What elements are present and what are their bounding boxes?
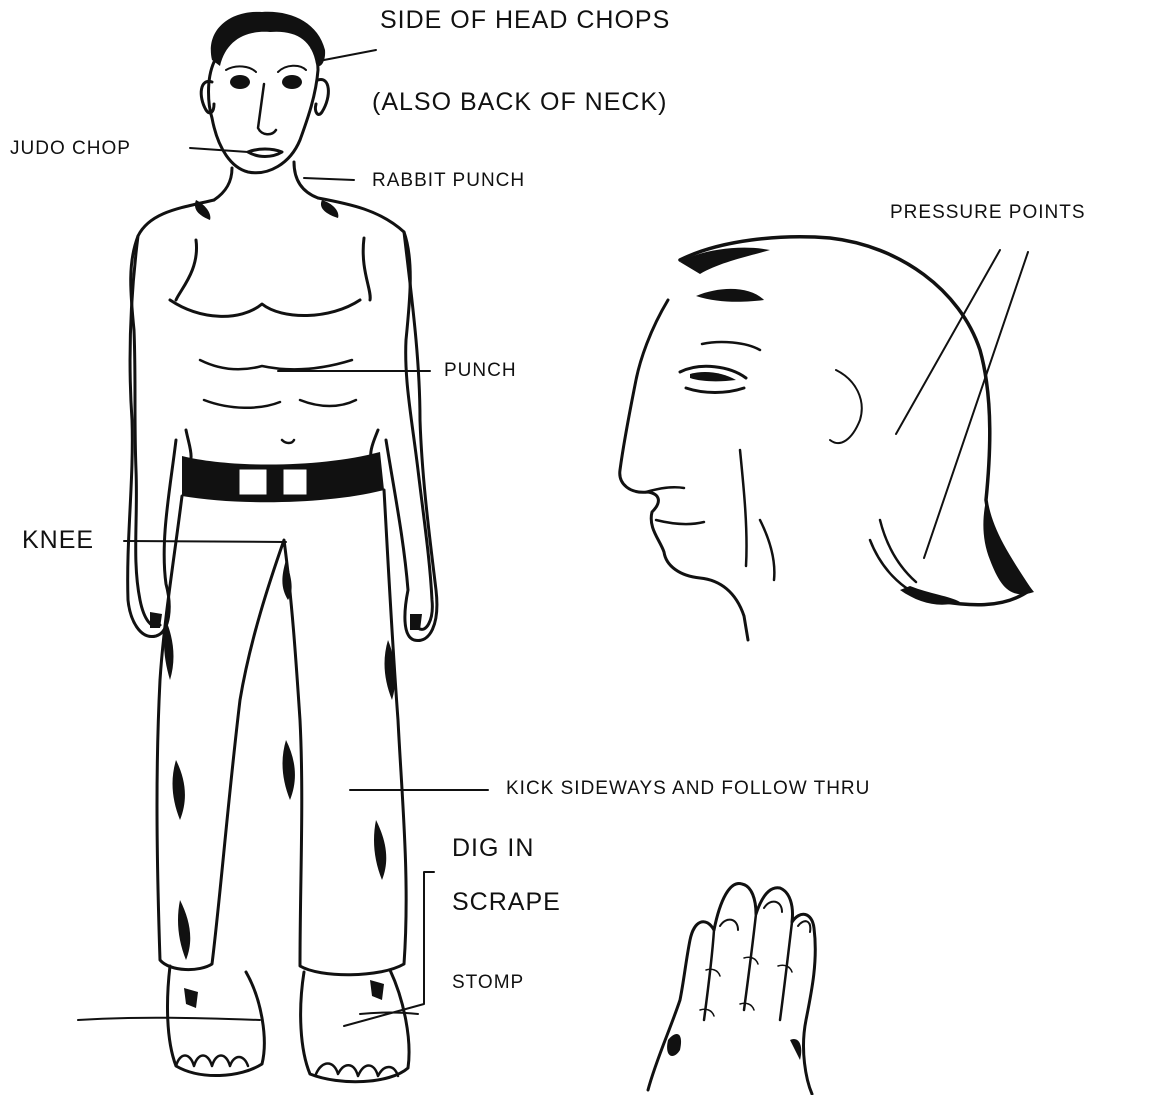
- man-feet-shadow: [184, 980, 384, 1008]
- profile-neck: [870, 520, 930, 600]
- hand-outline: [648, 883, 815, 1094]
- profile-cheek: [740, 450, 774, 580]
- profile-brow: [702, 342, 760, 350]
- man-right-eye: [282, 75, 302, 89]
- man-chest: [170, 238, 370, 316]
- man-pants-shadows: [164, 560, 396, 960]
- label-knee: KNEE: [22, 526, 94, 555]
- man-abdomen: [200, 360, 356, 443]
- man-collarbone-shadow: [195, 200, 338, 220]
- man-hair: [211, 12, 325, 66]
- profile-eyelid: [690, 372, 736, 381]
- label-scrape: SCRAPE: [452, 888, 561, 917]
- leader-judo-chop: [190, 148, 248, 152]
- leader-knee: [124, 541, 286, 542]
- man-brows: [226, 66, 306, 72]
- leader-lines: [124, 50, 1028, 1026]
- man-belt-buckle: [238, 468, 268, 496]
- leader-pressure-points: [896, 250, 1028, 558]
- man-belt-loop: [282, 468, 308, 496]
- head-profile-illustration: [620, 237, 1034, 640]
- leader-rabbit-punch: [304, 178, 354, 180]
- profile-face: [620, 300, 748, 640]
- label-side-of-head-chops: SIDE OF HEAD CHOPS: [380, 6, 670, 35]
- man-neck: [214, 162, 318, 200]
- label-kick-sideways: KICK SIDEWAYS AND FOLLOW THRU: [506, 778, 870, 800]
- profile-ear: [830, 370, 862, 443]
- man-left-eye: [230, 75, 250, 89]
- hand-illustration: [648, 883, 815, 1094]
- man-mouth: [248, 149, 282, 157]
- label-stomp: STOMP: [452, 972, 524, 994]
- man-hands-shadow: [150, 612, 422, 630]
- label-judo-chop: JUDO CHOP: [10, 138, 131, 160]
- label-punch: PUNCH: [444, 360, 517, 382]
- man-right-foot: [301, 970, 409, 1082]
- label-dig-in: DIG IN: [452, 834, 534, 863]
- hand-shadow: [667, 1034, 801, 1060]
- leader-foot-bracket: [344, 872, 434, 1026]
- leader-side-of-head: [324, 50, 376, 60]
- label-pressure-points: PRESSURE POINTS: [890, 202, 1086, 224]
- man-toes: [176, 1056, 398, 1077]
- man-pants: [157, 490, 406, 975]
- label-also-back-of-neck: (ALSO BACK OF NECK): [372, 88, 667, 117]
- man-nose: [258, 84, 276, 134]
- label-rabbit-punch: RABBIT PUNCH: [372, 170, 525, 192]
